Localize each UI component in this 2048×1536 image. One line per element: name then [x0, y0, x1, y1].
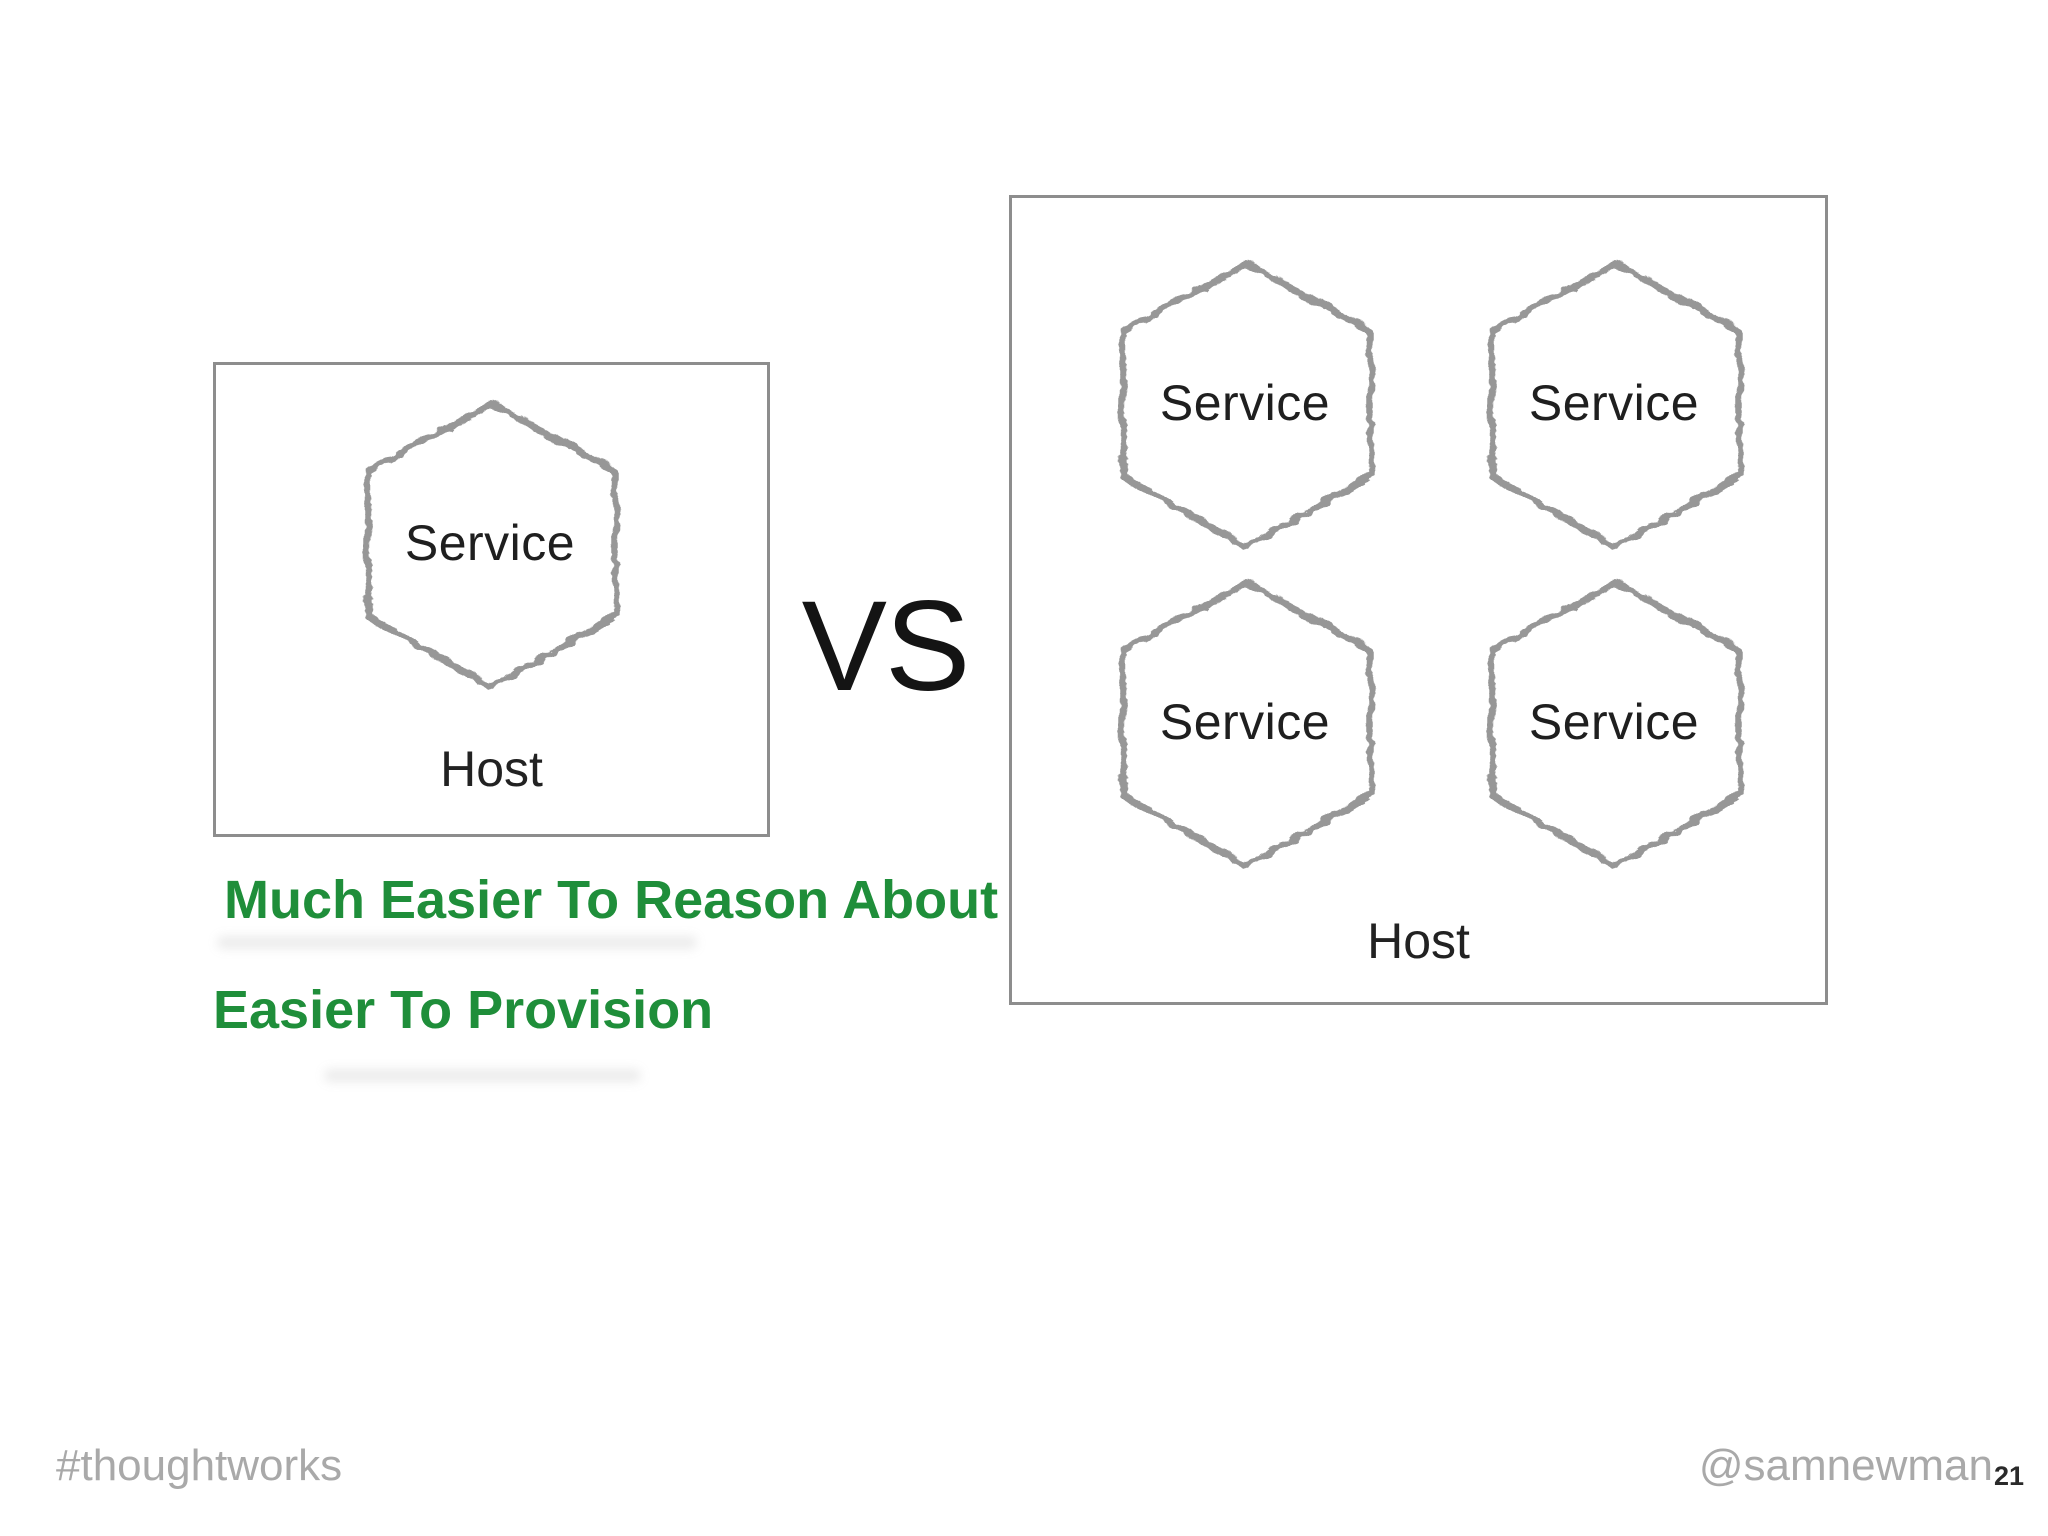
service-hexagon: Service — [1486, 576, 1742, 868]
vs-separator: VS — [801, 574, 971, 718]
service-label: Service — [1528, 694, 1700, 750]
multi-service-host-box — [1009, 195, 1828, 1005]
benefit-text-reason-about: Much Easier To Reason About — [224, 870, 999, 930]
service-label: Service — [1159, 375, 1331, 431]
service-hexagon: Service — [1117, 576, 1373, 868]
single-service-host-box — [213, 362, 770, 837]
host-label: Host — [440, 741, 543, 797]
footer-twitter-handle: @samnewman — [1698, 1441, 1993, 1490]
service-label: Service — [404, 515, 576, 571]
page-number: 21 — [1994, 1461, 2025, 1491]
text-shadow-artifact — [217, 936, 697, 949]
service-hexagon: Service — [362, 397, 618, 689]
hexagon-outline-icon — [362, 397, 618, 689]
service-label: Service — [1159, 694, 1331, 750]
hexagon-outline-icon — [1486, 576, 1742, 868]
host-label: Host — [1367, 913, 1470, 969]
hexagon-outline-icon — [1117, 257, 1373, 549]
service-label: Service — [1528, 375, 1700, 431]
benefit-text-provision: Easier To Provision — [213, 980, 714, 1040]
service-hexagon: Service — [1117, 257, 1373, 549]
footer-hashtag: #thoughtworks — [56, 1441, 343, 1490]
text-shadow-artifact — [324, 1069, 641, 1082]
hexagon-outline-icon — [1486, 257, 1742, 549]
service-hexagon: Service — [1486, 257, 1742, 549]
hexagon-outline-icon — [1117, 576, 1373, 868]
